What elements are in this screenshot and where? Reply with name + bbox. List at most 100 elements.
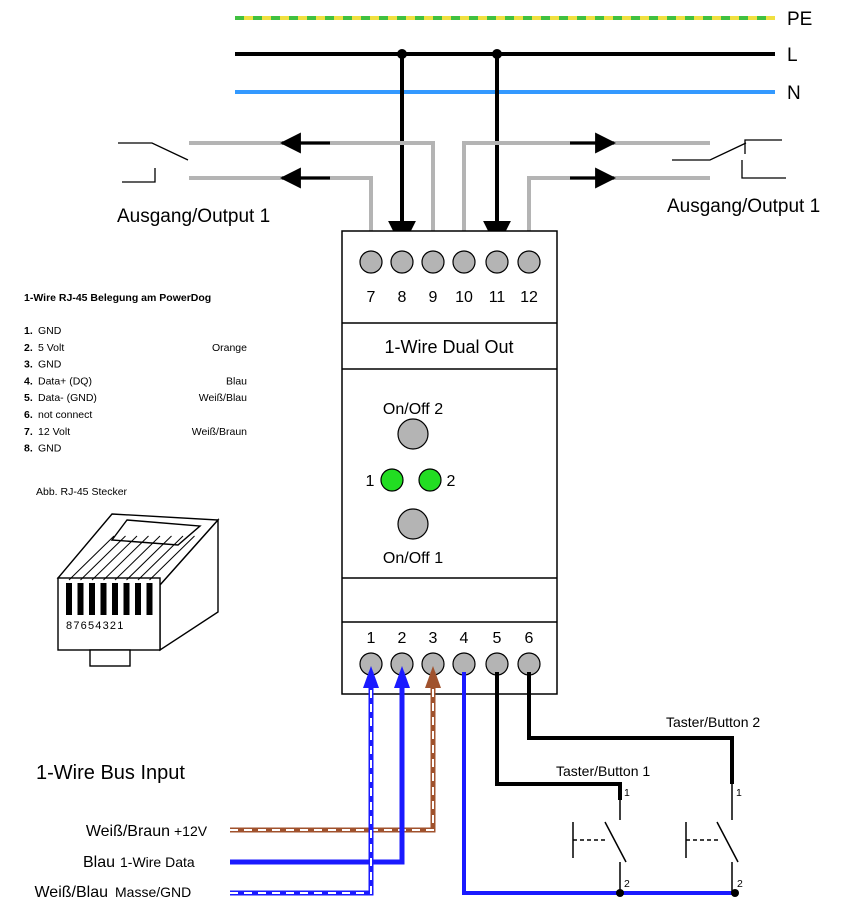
onoff2-label: On/Off 2 [383, 401, 443, 418]
terminal-label: 1 [367, 630, 376, 647]
pinout-title: 1-Wire RJ-45 Belegung am PowerDog [24, 292, 211, 304]
terminal-label: 12 [520, 289, 538, 306]
l-label: L [787, 45, 798, 66]
terminal-5 [485, 652, 509, 676]
bottom-terminal-block: 1 2 3 4 5 6 [359, 630, 541, 676]
wire-term10 [462, 141, 710, 250]
connector-groove [80, 535, 126, 581]
connector-groove [126, 535, 172, 581]
pin-wire-color: Blau [226, 375, 247, 387]
pin-name: 12 Volt [38, 426, 70, 438]
pin-number: 7. [24, 426, 33, 438]
terminal-label: 5 [493, 630, 502, 647]
connector-grooves [68, 535, 195, 581]
button1-pin2: 2 [624, 878, 630, 890]
pin-name: 5 Volt [38, 342, 64, 354]
button2-pin1: 1 [736, 787, 742, 799]
wire-signal-label: +12V [174, 823, 208, 839]
connector-cable [89, 649, 131, 667]
n-label: N [787, 83, 801, 104]
output-wires [189, 141, 710, 250]
pin-number: 5. [24, 392, 33, 404]
pin-name: GND [38, 443, 62, 455]
connector-groove [103, 535, 149, 581]
pin-number: 6. [24, 409, 33, 421]
onoff2-button [397, 418, 429, 450]
button-wires [495, 672, 734, 800]
terminal-4 [452, 652, 476, 676]
output-arrows [279, 132, 617, 189]
led2-label: 2 [447, 473, 456, 490]
connector-pin [77, 583, 84, 615]
pin-name: not connect [38, 409, 92, 421]
connector-pin [89, 583, 95, 615]
mains-lines: PE L N [235, 9, 812, 104]
pinout-table: 1-Wire RJ-45 Belegung am PowerDog 1.GND2… [24, 292, 247, 498]
module-enclosure [341, 230, 558, 695]
wire-color-label: Weiß/Braun [86, 823, 170, 840]
led-1 [380, 468, 404, 492]
terminal-label: 10 [455, 289, 473, 306]
pin-wire-color: Orange [212, 342, 247, 354]
connector-groove [137, 535, 184, 581]
pin-number: 3. [24, 359, 33, 371]
terminal-9 [421, 250, 445, 274]
connector-digits: 87654321 [66, 620, 125, 632]
connector-groove [91, 535, 138, 581]
wire-term7 [189, 176, 373, 250]
wire-signal-label: Masse/GND [115, 884, 191, 899]
pin-wire-color: Weiß/Braun [192, 426, 247, 438]
output-right-label: Ausgang/Output 1 [667, 196, 820, 217]
bus-wires [230, 672, 735, 896]
onoff1-label: On/Off 1 [383, 550, 443, 567]
terminal-label: 7 [367, 289, 376, 306]
wire-term9 [189, 141, 435, 250]
pin-name: Data- (GND) [38, 392, 97, 404]
connector-pin [112, 583, 118, 615]
terminal-label: 11 [489, 289, 506, 306]
terminal-8 [390, 250, 414, 274]
pin-name: GND [38, 359, 62, 371]
output-left-label: Ausgang/Output 1 [117, 206, 270, 227]
pin-number: 4. [24, 375, 33, 387]
l-feeds [388, 54, 511, 249]
connector-groove [114, 535, 161, 581]
connector-contacts [66, 583, 153, 615]
terminal-label: 4 [460, 630, 469, 647]
terminal-label: 3 [429, 630, 438, 647]
connector-pin [100, 583, 107, 615]
wire-signal-label: 1-Wire Data [120, 854, 195, 870]
bus-arrows [363, 666, 441, 688]
pin-name: Data+ (DQ) [38, 375, 92, 387]
led-2 [418, 468, 442, 492]
wire-color-label: Blau [83, 854, 115, 871]
pin-number: 2. [24, 342, 33, 354]
led1-label: 1 [366, 473, 375, 490]
button2-pin2: 2 [737, 878, 743, 890]
terminal-label: 8 [398, 289, 407, 306]
terminal-11 [485, 250, 509, 274]
terminal-label: 6 [525, 630, 534, 647]
connector-front [57, 577, 161, 651]
pe-label: PE [787, 9, 812, 30]
module: 7 8 9 10 11 12 1-Wire Dual Out On/Off 2 … [341, 230, 558, 695]
top-terminal-block: 7 8 9 10 11 12 [359, 250, 541, 306]
junction-dot [616, 889, 624, 897]
connector-groove [149, 535, 195, 581]
pin-number: 8. [24, 443, 33, 455]
connector-pin [66, 583, 72, 615]
connector-caption: Abb. RJ-45 Stecker [36, 486, 128, 498]
terminal-6 [517, 652, 541, 676]
terminal-label: 2 [398, 630, 407, 647]
button1-label: Taster/Button 1 [556, 763, 650, 779]
button1-pin1: 1 [624, 787, 630, 799]
connector-pin [123, 583, 130, 615]
wire-term12 [527, 176, 710, 250]
module-title: 1-Wire Dual Out [384, 337, 513, 357]
pin-wire-color: Weiß/Blau [199, 392, 247, 404]
left-switch-symbol [118, 142, 189, 183]
button2-label: Taster/Button 2 [666, 714, 760, 730]
